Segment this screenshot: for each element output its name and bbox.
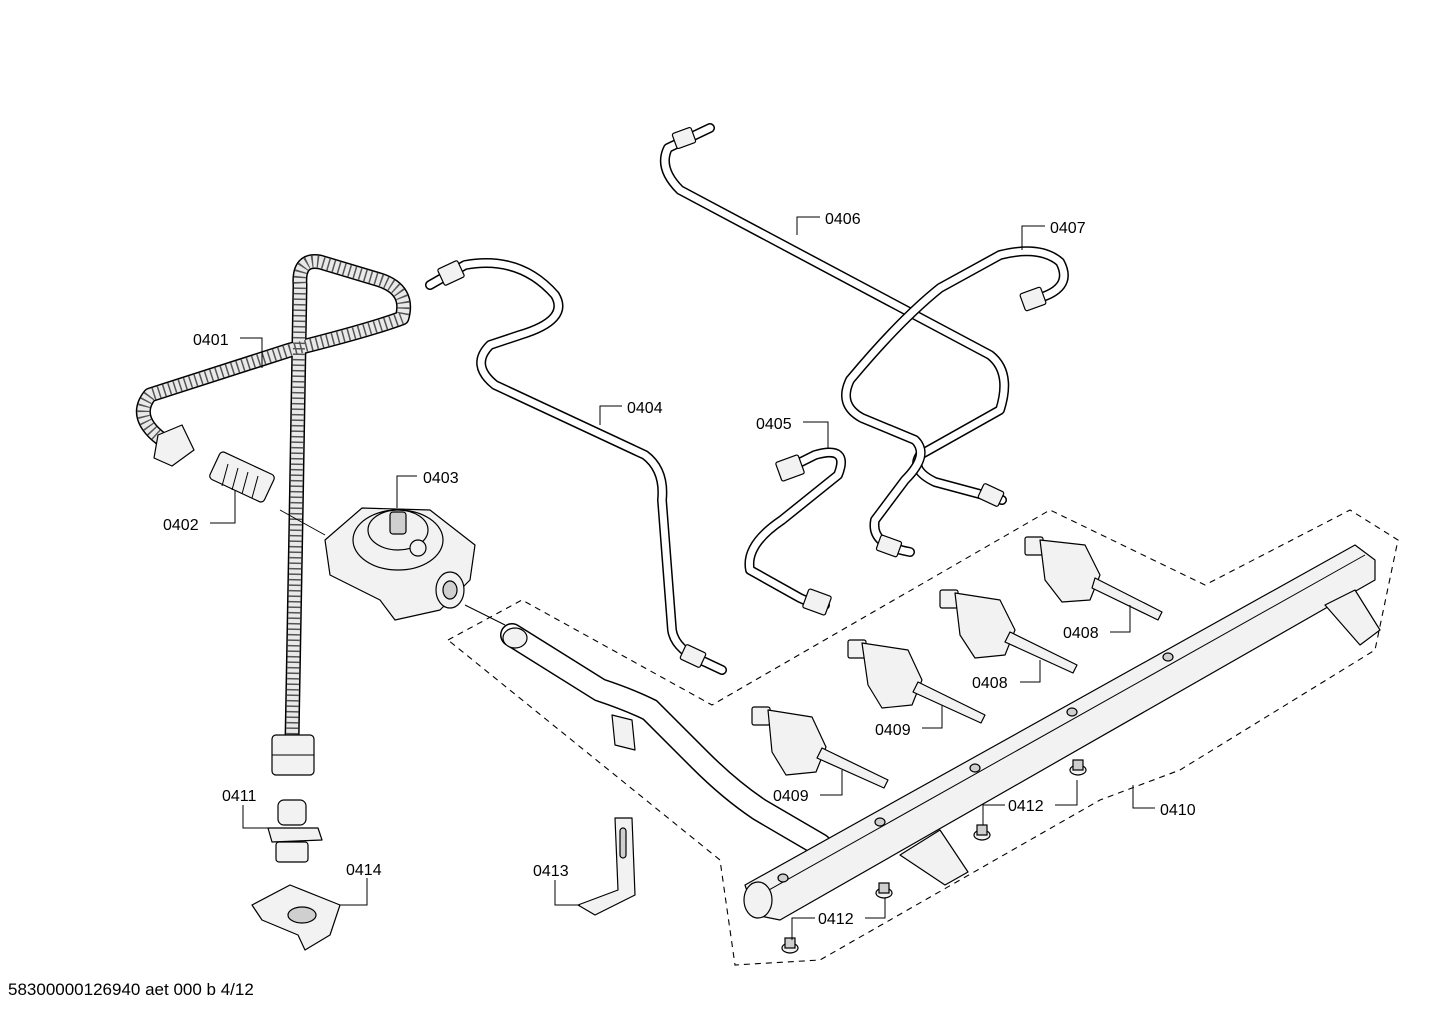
bracket-0414[interactable] [251,884,341,951]
gas-valve-0408-upper[interactable] [1024,536,1163,621]
screw-0412-c[interactable] [875,882,893,899]
label-0406: 0406 [825,211,861,228]
label-0412-lower: 0412 [818,911,854,928]
manifold-tube[interactable] [500,623,832,857]
assembly-outline [447,509,1399,966]
screw-0412-d[interactable] [781,937,799,954]
gas-valve-0408-lower[interactable] [939,589,1078,674]
screw-0412-a[interactable] [1069,759,1087,776]
label-0408-lower: 0408 [972,675,1008,692]
nipple-0411[interactable] [267,799,323,863]
bracket-0413[interactable] [577,817,636,916]
label-0412-upper: 0412 [1008,798,1044,815]
label-0404: 0404 [627,400,663,417]
regulator-0403[interactable] [279,507,506,626]
label-0411: 0411 [222,788,257,805]
label-0414: 0414 [346,862,382,879]
gas-pipe-0405[interactable] [744,447,847,616]
label-0408-upper: 0408 [1063,625,1099,642]
screw-0412-b[interactable] [973,824,991,841]
label-0410: 0410 [1160,802,1196,819]
label-0403: 0403 [423,470,459,487]
gas-valve-0409-upper[interactable] [847,639,986,724]
support-bar-0410[interactable] [743,544,1381,921]
document-reference: 58300000126940 aet 000 b 4/12 [8,980,254,999]
label-0413: 0413 [533,863,569,880]
gas-valve-0409-lower[interactable] [751,706,889,789]
gas-pipe-0407[interactable] [841,246,1069,558]
label-0405: 0405 [756,416,792,433]
fitting-0402[interactable] [208,451,275,504]
label-0401: 0401 [193,332,229,349]
label-0402: 0402 [163,517,199,534]
gas-pipe-0404[interactable] [425,258,727,675]
flex-hose-0401[interactable] [135,254,412,776]
leader-lines [210,216,1155,940]
label-0409-lower: 0409 [773,788,809,805]
label-0409-upper: 0409 [875,722,911,739]
label-0407: 0407 [1050,220,1086,237]
